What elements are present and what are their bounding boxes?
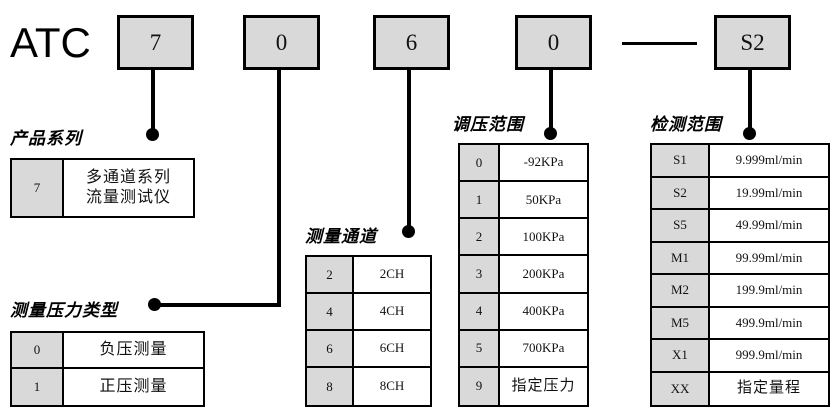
cell-code: M5: [652, 307, 710, 338]
cell-description: 99.99ml/min: [710, 242, 828, 273]
cell-description: 700KPa: [500, 330, 587, 366]
connector-line-pressure-type-vertical: [277, 70, 281, 307]
label-product-series: 产品系列: [10, 129, 82, 148]
cell-description: 正压测量: [64, 369, 203, 405]
code-box-detect-range[interactable]: S2: [714, 15, 791, 70]
table-row[interactable]: 2 100KPa: [460, 219, 587, 257]
table-measurement-channel: 2 2CH 4 4CH 6 6CH 8 8CH: [305, 255, 432, 407]
cell-code: 9: [460, 367, 500, 405]
cell-code: 8: [307, 368, 354, 405]
cell-description: 19.99ml/min: [710, 177, 828, 208]
cell-code: 2: [307, 257, 354, 292]
cell-code: 4: [460, 293, 500, 329]
connector-line-channel: [407, 70, 411, 230]
table-row[interactable]: S5 49.99ml/min: [652, 210, 828, 243]
table-pressure-type: 0 负压测量 1 正压测量: [10, 331, 205, 407]
cell-code: S5: [652, 210, 710, 241]
connector-dot-pressure-range: [544, 127, 557, 140]
separator-dash: [622, 42, 697, 45]
cell-code: M2: [652, 275, 710, 306]
table-row[interactable]: 5 700KPa: [460, 330, 587, 368]
cell-description: 9.999ml/min: [710, 145, 828, 176]
table-row[interactable]: 6 6CH: [307, 331, 430, 368]
cell-code: 4: [307, 294, 354, 329]
table-row[interactable]: M5 499.9ml/min: [652, 307, 828, 340]
connector-line-detect-range: [748, 70, 752, 132]
cell-code: 1: [12, 369, 64, 405]
cell-description: 6CH: [354, 331, 430, 366]
label-pressure-type: 测量压力类型: [10, 301, 118, 320]
table-detect-range: S1 9.999ml/min S2 19.99ml/min S5 49.99ml…: [650, 143, 830, 407]
table-row[interactable]: 2 2CH: [307, 257, 430, 294]
cell-description: 999.9ml/min: [710, 340, 828, 371]
code-box-pressure-range[interactable]: 0: [515, 15, 592, 70]
connector-line-pressure-range: [549, 70, 553, 132]
cell-description: 多通道系列 流量测试仪: [64, 160, 193, 216]
cell-code: 7: [12, 160, 64, 216]
cell-code: M1: [652, 242, 710, 273]
connector-dot-detect-range: [743, 127, 756, 140]
cell-code: 3: [460, 256, 500, 292]
code-box-pressure-type[interactable]: 0: [243, 15, 320, 70]
connector-dot-pressure-type: [148, 298, 161, 311]
table-row[interactable]: S1 9.999ml/min: [652, 145, 828, 178]
table-row[interactable]: S2 19.99ml/min: [652, 177, 828, 210]
cell-description: 指定量程: [710, 372, 828, 405]
cell-code: X1: [652, 340, 710, 371]
cell-description: 100KPa: [500, 219, 587, 255]
cell-code: 0: [12, 333, 64, 367]
cell-description: 8CH: [354, 368, 430, 405]
cell-description: 4CH: [354, 294, 430, 329]
cell-description: 2CH: [354, 257, 430, 292]
table-row[interactable]: 8 8CH: [307, 368, 430, 405]
code-box-series[interactable]: 7: [117, 15, 194, 70]
connector-line-series: [151, 70, 155, 133]
connector-line-pressure-type-horizontal: [153, 303, 281, 307]
label-detect-range: 检测范围: [650, 115, 722, 134]
cell-description: 49.99ml/min: [710, 210, 828, 241]
table-row[interactable]: 0 -92KPa: [460, 145, 587, 183]
cell-description: 499.9ml/min: [710, 307, 828, 338]
table-row[interactable]: 0 负压测量: [12, 333, 203, 369]
cell-code: XX: [652, 372, 710, 405]
cell-code: 6: [307, 331, 354, 366]
cell-description: 指定压力: [500, 367, 587, 405]
table-row[interactable]: 3 200KPa: [460, 256, 587, 294]
cell-description: 199.9ml/min: [710, 275, 828, 306]
cell-code: S1: [652, 145, 710, 176]
cell-description: 200KPa: [500, 256, 587, 292]
cell-code: 0: [460, 145, 500, 181]
connector-dot-channel: [402, 225, 415, 238]
cell-description: -92KPa: [500, 145, 587, 181]
cell-code: 5: [460, 330, 500, 366]
table-row[interactable]: 1 50KPa: [460, 182, 587, 220]
cell-code: 1: [460, 182, 500, 218]
code-box-channel[interactable]: 6: [373, 15, 450, 70]
connector-dot-series: [146, 128, 159, 141]
table-row[interactable]: X1 999.9ml/min: [652, 340, 828, 373]
cell-description: 负压测量: [64, 333, 203, 367]
label-pressure-range: 调压范围: [452, 115, 524, 134]
label-measurement-channel: 测量通道: [305, 227, 377, 246]
table-row[interactable]: 1 正压测量: [12, 369, 203, 405]
table-pressure-range: 0 -92KPa 1 50KPa 2 100KPa 3 200KPa 4 400…: [458, 143, 589, 407]
cell-description: 50KPa: [500, 182, 587, 218]
table-row[interactable]: 4 400KPa: [460, 293, 587, 331]
cell-code: 2: [460, 219, 500, 255]
table-row[interactable]: 9 指定压力: [460, 367, 587, 405]
cell-code: S2: [652, 177, 710, 208]
table-row[interactable]: 4 4CH: [307, 294, 430, 331]
table-row[interactable]: XX 指定量程: [652, 372, 828, 405]
table-row[interactable]: M2 199.9ml/min: [652, 275, 828, 308]
table-product-series: 7 多通道系列 流量测试仪: [10, 158, 195, 218]
table-row[interactable]: M1 99.99ml/min: [652, 242, 828, 275]
cell-description: 400KPa: [500, 293, 587, 329]
table-row[interactable]: 7 多通道系列 流量测试仪: [12, 160, 193, 216]
brand-text: ATC: [10, 19, 91, 66]
